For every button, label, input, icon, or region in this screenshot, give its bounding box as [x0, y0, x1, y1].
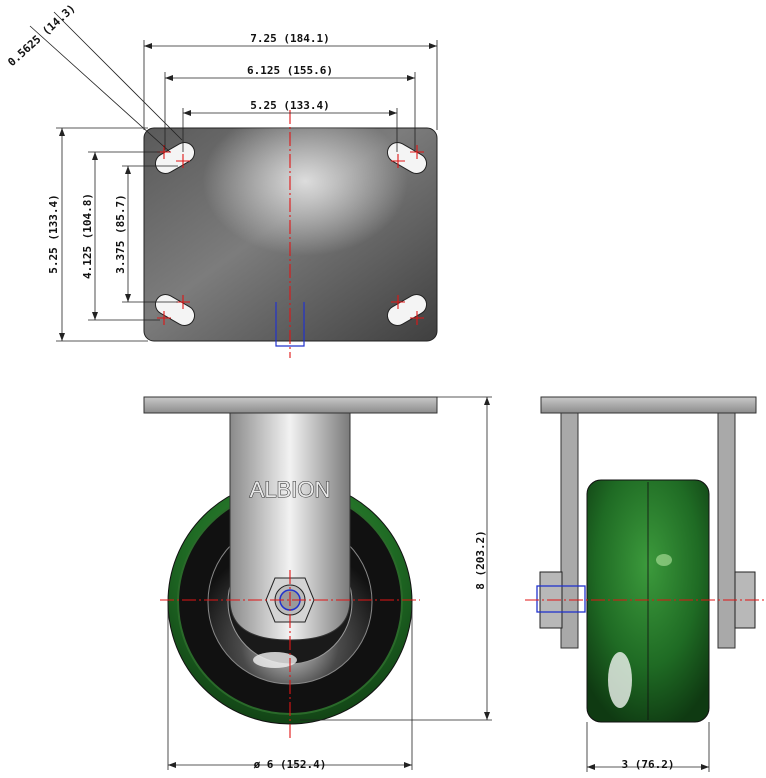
axle-bolt-side [536, 585, 586, 613]
side-fork-leg-left [560, 412, 579, 649]
side-wheel-highlight [608, 652, 632, 708]
side-wheel-highlight-small [656, 554, 672, 566]
dim-wheel-width: 3 (76.2) [622, 758, 675, 771]
bolt-slot [386, 294, 428, 326]
side-view: 3 (76.2) [525, 396, 766, 772]
dim-height: 8 (203.2) [474, 530, 487, 590]
brand-logo-text: ALBION [250, 477, 331, 502]
dim-overall-width: 7.25 (184.1) [250, 32, 329, 45]
front-dimension-lines [167, 396, 492, 770]
side-top-plate-edge [540, 396, 757, 414]
top-view: 7.25 (184.1) 6.125 (155.6) 5.25 (133.4) … [5, 2, 438, 358]
plate-highlight [144, 128, 437, 341]
side-dimension-lines [586, 722, 710, 772]
axle-hint [275, 302, 305, 347]
dim-outer-hole-length: 4.125 (104.8) [81, 193, 94, 279]
hole-centermarks [157, 145, 424, 325]
top-plate-edge [143, 396, 438, 414]
dim-overall-length: 5.25 (133.4) [47, 194, 60, 273]
side-fork-leg-right [717, 412, 736, 649]
dim-outer-holes: 6.125 (155.6) [247, 64, 333, 77]
dimension-lines [29, 11, 438, 342]
dim-inner-holes: 5.25 (133.4) [250, 99, 329, 112]
dim-inner-hole-length: 3.375 (85.7) [114, 194, 127, 273]
dim-wheel-diameter: ø 6 (152.4) [254, 758, 327, 771]
front-view: ALBION 8 (203.2) ø 6 (152.4) [143, 396, 492, 771]
hub-highlight [253, 652, 297, 668]
